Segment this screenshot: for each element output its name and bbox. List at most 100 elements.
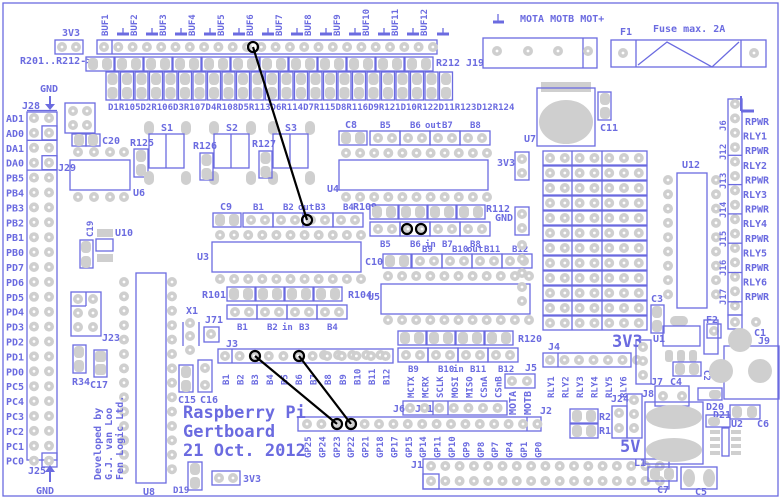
switch-pad [181, 171, 191, 185]
switch-pad [305, 121, 315, 135]
u5-in-top-label-b6: B6 [410, 240, 421, 250]
relay-grid-pin [604, 318, 615, 328]
top-3v3-header: 3V3 [54, 28, 84, 55]
j3-label-b5: B5 [280, 374, 290, 385]
j19-motor-connector: J19 MOTA MOTB MOT+ [466, 14, 604, 69]
c15-c16: C15 C16 [178, 359, 218, 406]
j11-label-mctx: MCTX [407, 376, 417, 398]
j2-pin [446, 419, 456, 429]
u8-pin [167, 421, 177, 431]
u4-out-label-b5: B5 [380, 121, 391, 131]
buffer-label-4: BUF4 [188, 14, 198, 36]
u3-pin [229, 274, 240, 284]
r101-r104-outline [313, 286, 343, 302]
label-u12: U12 [682, 160, 700, 171]
led-resistor-outline [221, 71, 236, 101]
smd-pad [194, 73, 205, 85]
j1-pin [440, 461, 451, 471]
smd-pad [122, 73, 132, 85]
relay-grid-pin [633, 183, 644, 193]
left-pin-label-da1: DA1 [6, 144, 24, 155]
led-resistor-outline [192, 71, 207, 101]
label-r104: R104 [348, 290, 372, 301]
3v3-mid-header: 3V3 [497, 151, 530, 181]
j11-label-miso: MISO [465, 376, 475, 398]
j2-label-gp4: GP4 [506, 441, 516, 458]
relay-label-5: RLY3 [743, 190, 767, 201]
smd-pad [151, 87, 161, 99]
led-resistor-outline [235, 71, 251, 101]
label-5v: 5V [620, 437, 640, 457]
smd-pad [276, 58, 286, 70]
smd-pad [107, 87, 118, 99]
u4-pin [411, 148, 422, 158]
j2-pin [388, 419, 399, 429]
label-j29: J29 [58, 163, 76, 174]
smd-pad [443, 332, 453, 344]
credit-line-3: Fen Logic Ltd. [114, 396, 126, 480]
u8-pin [167, 320, 177, 331]
smd-pad [223, 73, 234, 85]
left-header-pin [44, 157, 54, 168]
u5-out-pin [475, 256, 485, 266]
jumper-wires [246, 40, 428, 431]
relay-grid-pin [619, 288, 629, 298]
label-fuse: Fuse max. 2A [653, 24, 725, 35]
j2-pin [359, 419, 370, 429]
relay-grid-pin [559, 213, 570, 223]
u3-pin [356, 230, 366, 240]
u5-in-bottom-label-b10: B10 [438, 365, 454, 375]
u5-pin [425, 315, 436, 325]
u8-pin [167, 277, 177, 287]
u5-in-bottom-label-b12: B12 [498, 365, 514, 375]
u4-pin [411, 192, 422, 202]
left-header-pin [44, 381, 54, 392]
left-header-pin [29, 306, 39, 317]
u5-out-pin [415, 256, 425, 266]
smd-pad [272, 288, 282, 300]
relay-grid-row [542, 270, 648, 286]
header-2x2-top [64, 102, 96, 134]
u12-pin [711, 217, 721, 228]
smd-pad [401, 206, 411, 218]
j4-pin [559, 355, 570, 365]
led-resistor-outline [293, 71, 309, 101]
left-header-pin [29, 411, 39, 421]
switch-pad [144, 121, 154, 135]
smd-pad [386, 206, 396, 218]
u4-pin [453, 192, 464, 202]
u4-out-label-b7: B7 [442, 121, 453, 131]
led-resistor-outline [395, 71, 410, 101]
buffer-label-9: BUF9 [333, 14, 343, 36]
smd-pad [281, 73, 292, 85]
smd-pad [151, 73, 161, 85]
label-r101: R101 [202, 290, 226, 301]
relay-grid-pin [574, 258, 585, 268]
left-pin-label-pd3: PD3 [6, 323, 24, 334]
relay-conn-pin [730, 156, 740, 167]
smd-pad [301, 288, 311, 300]
relay-label-7: RLY4 [743, 219, 767, 230]
u8-pin [119, 291, 129, 302]
u4-pin [397, 192, 408, 202]
smd-pad [412, 73, 422, 85]
j2-label-gp23: GP23 [333, 436, 343, 458]
buf-pin [113, 42, 124, 52]
relay-side-pin [517, 240, 527, 250]
relay-conn-pin [730, 171, 740, 181]
u3-pin [341, 274, 352, 284]
smd-pad [383, 73, 393, 85]
relay-grid-row [542, 300, 648, 316]
u4-pin [467, 148, 478, 158]
relay-grid-pin [619, 153, 629, 163]
left-header-pin [44, 262, 54, 272]
smd-pad [180, 87, 190, 99]
label-u6: U6 [133, 188, 145, 199]
left-pin-label-pd7: PD7 [6, 263, 24, 274]
u5-pin [524, 315, 534, 325]
relay-conn-pin [730, 199, 740, 210]
u4-pin [341, 192, 351, 202]
j2-pin [431, 419, 442, 429]
smd-pad [325, 87, 335, 99]
r113-r120-outline [455, 330, 485, 346]
